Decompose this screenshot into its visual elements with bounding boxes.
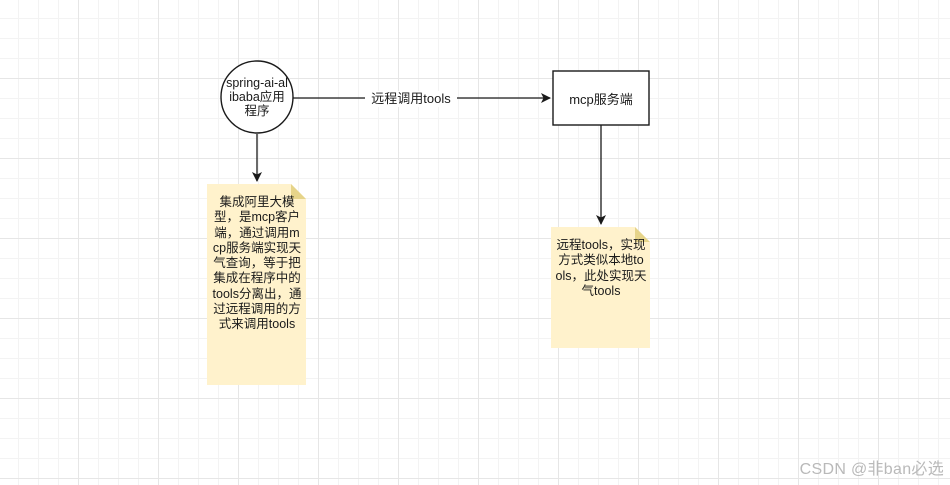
watermark: CSDN @非ban必选 bbox=[799, 461, 944, 478]
server-node-box[interactable] bbox=[552, 70, 650, 126]
note-right-text: 远程tools，实现方式类似本地tools，此处实现天气tools bbox=[555, 238, 647, 298]
note-left[interactable] bbox=[207, 184, 306, 385]
app-node-circle[interactable] bbox=[220, 60, 294, 134]
app-node-label: spring-ai-alibaba应用程序 bbox=[226, 75, 288, 119]
edge-label-remote-call: 远程调用tools bbox=[365, 91, 457, 107]
app-node[interactable]: spring-ai-alibaba应用程序 bbox=[222, 60, 292, 134]
note-right[interactable] bbox=[551, 227, 650, 348]
server-node[interactable]: mcp服务端 bbox=[553, 71, 649, 125]
note-left-text: 集成阿里大模型，是mcp客户端，通过调用mcp服务端实现天气查询，等于把集成在程… bbox=[212, 195, 302, 332]
server-node-label: mcp服务端 bbox=[569, 91, 633, 107]
